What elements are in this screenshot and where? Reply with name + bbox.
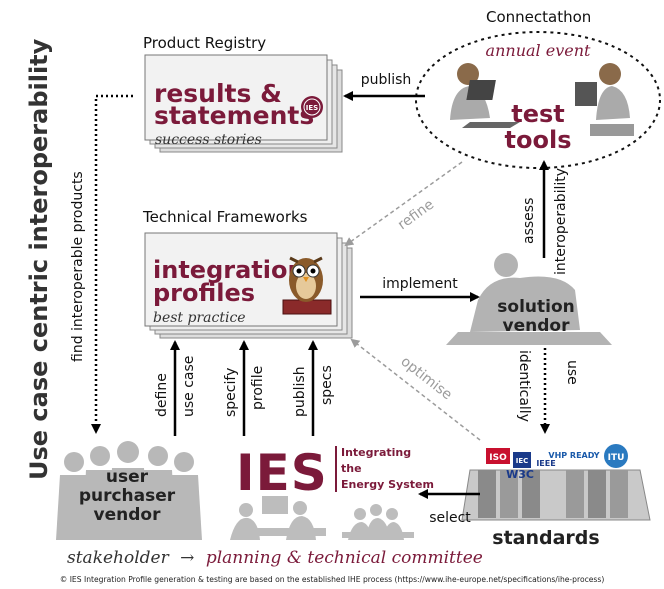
caption-committee: planning & technical committee — [206, 548, 483, 568]
ieee-logo: IEEE — [536, 459, 555, 468]
integration-title-line2: profiles — [153, 279, 255, 307]
standards-logos: ISO IEC IEEE W3C VHP READY ITU — [486, 444, 628, 481]
annual-event-label: annual event — [486, 41, 591, 60]
results-title-line2: statements — [154, 101, 314, 130]
stakeholder-line2: purchaser — [79, 486, 176, 506]
assess-label: assess — [521, 198, 537, 244]
w3c-logo: W3C — [506, 468, 534, 481]
publish-label: publish — [361, 72, 412, 88]
standards-archive-icon — [461, 469, 651, 521]
vhp-ready-logo: VHP READY — [548, 451, 599, 460]
stakeholder-line3: vendor — [94, 505, 162, 525]
publish-specs-label: publish — [292, 366, 308, 417]
planning-meeting-silhouette — [230, 496, 326, 540]
results-subtitle: success stories — [155, 132, 262, 148]
specify-label: specify — [223, 368, 239, 417]
iec-logo: IEC — [516, 457, 529, 465]
ies-tagline-line2: the — [341, 462, 362, 475]
ies-logo-divider — [335, 446, 337, 492]
bottom-caption: stakeholder → planning & technical commi… — [67, 548, 483, 568]
use-case-label: use case — [181, 356, 197, 417]
owl-book-icon — [282, 256, 332, 315]
integration-subtitle: best practice — [153, 310, 246, 326]
solution-vendor-line2: vendor — [503, 316, 571, 336]
ies-tagline-line3: Energy System — [341, 478, 434, 491]
identically-label: identically — [516, 350, 532, 422]
technical-committee-silhouette — [342, 504, 414, 540]
stakeholder-line1: user — [106, 467, 149, 487]
specs-label: specs — [319, 365, 335, 405]
tester-man-icon — [575, 63, 634, 136]
use-label: use — [564, 360, 580, 385]
side-title: Use case centric interoperability — [25, 38, 53, 480]
standards-label: standards — [492, 527, 599, 549]
find-products-arrow — [91, 94, 133, 434]
select-label: select — [429, 510, 471, 526]
find-products-label: find interoperable products — [70, 171, 86, 362]
itu-logo: ITU — [608, 453, 625, 463]
implement-label: implement — [382, 276, 458, 292]
ies-seal-label: IES — [306, 104, 318, 112]
stakeholder-group-silhouette — [56, 441, 202, 540]
footer-note: © IES Integration Profile generation & t… — [60, 575, 605, 584]
technical-frameworks-heading: Technical Frameworks — [142, 208, 308, 226]
define-label: define — [154, 373, 170, 417]
refine-arrow — [344, 161, 463, 247]
tester-woman-icon — [450, 63, 520, 128]
iso-logo: ISO — [489, 453, 507, 463]
interoperability-label: interoperability — [553, 168, 569, 275]
results-document-stack — [144, 54, 343, 153]
solution-vendor-silhouette — [446, 253, 612, 345]
integration-title-line1: integration — [153, 256, 305, 284]
ies-tagline-line1: Integrating — [341, 446, 411, 459]
product-registry-heading: Product Registry — [143, 34, 266, 52]
results-title-line1: results & — [154, 79, 282, 108]
ies-seal-icon: IES — [301, 96, 323, 118]
test-tools-line2: tools — [505, 126, 572, 154]
solution-vendor-line1: solution — [497, 297, 574, 317]
refine-label: refine — [395, 197, 437, 234]
caption-stakeholder: stakeholder — [67, 548, 170, 568]
test-tools-line1: test — [511, 100, 565, 128]
ies-logo: IES — [236, 444, 328, 502]
caption-arrow: → — [180, 548, 194, 568]
connectathon-heading: Connectathon — [486, 8, 591, 26]
profile-label: profile — [250, 366, 266, 410]
optimise-label: optimise — [398, 354, 455, 404]
optimise-arrow — [350, 338, 481, 441]
